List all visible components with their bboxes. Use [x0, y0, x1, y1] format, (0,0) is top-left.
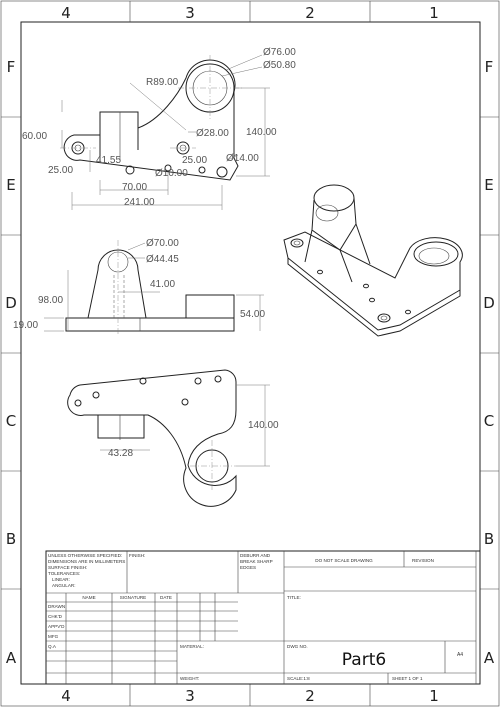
dim-d41: 41.00	[150, 279, 175, 290]
iso-bore-ring	[413, 241, 459, 267]
zone-col-4-top: 4	[61, 4, 71, 22]
zone-row-c-right: C	[484, 412, 494, 430]
tb-unless-2: SURFACE FINISH:	[48, 565, 87, 570]
front-view	[65, 240, 235, 335]
iso-boss-bore	[315, 204, 339, 222]
tb-dwg-no: DWG NO.	[287, 644, 308, 649]
zone-col-3-top: 3	[185, 4, 195, 22]
isometric-view	[283, 184, 463, 337]
dim-d28: Ø28.00	[196, 128, 229, 139]
tb-row-drawn: DRAWN	[48, 604, 65, 609]
dim-w70: 70.00	[122, 182, 147, 193]
top-view-dimensions	[61, 54, 270, 210]
zone-col-1-top: 1	[429, 4, 439, 22]
zone-row-b-left: B	[6, 530, 16, 548]
tb-row-qa: Q.A	[48, 644, 57, 649]
dim-h98: 98.00	[38, 295, 63, 306]
tb-sheet: SHEET 1 OF 1	[392, 676, 423, 681]
tb-part-name: Part6	[342, 650, 386, 670]
dim-d14: Ø14.00	[226, 153, 259, 164]
tb-do-not-scale: DO NOT SCALE DRAWING	[315, 558, 373, 563]
dim-d4155: 41.55	[96, 155, 121, 166]
dim-w241: 241.00	[124, 197, 155, 208]
zone-col-4-bottom: 4	[61, 687, 71, 705]
bottom-view-dimensions	[100, 384, 270, 467]
iso-plate-edge	[287, 258, 461, 337]
tb-finish: FINISH:	[129, 553, 145, 558]
zone-col-1-bottom: 1	[429, 687, 439, 705]
zone-col-3-bottom: 3	[185, 687, 195, 705]
top-view	[60, 55, 242, 181]
zone-row-c-left: C	[6, 412, 16, 430]
tb-deburr-2: EDGES	[240, 565, 256, 570]
tb-unless-5: ANGULAR:	[52, 583, 76, 588]
zone-row-b-right: B	[484, 530, 494, 548]
tb-col-date: DATE	[160, 595, 172, 600]
zone-row-f-left: F	[7, 58, 16, 76]
bottom-view	[67, 369, 237, 507]
tb-unless-1: DIMENSIONS ARE IN MILLIMETERS	[48, 559, 125, 564]
zone-row-d-left: D	[5, 294, 17, 312]
iso-plate-top	[283, 231, 463, 331]
iso-ribs	[304, 223, 371, 283]
dim-d328: 43.28	[108, 448, 133, 459]
dim-d4445: Ø44.45	[146, 254, 179, 265]
tb-unless-3: TOLERANCES:	[48, 571, 80, 576]
zone-row-e-right: E	[484, 176, 493, 194]
dim-w60: 60.00	[22, 131, 47, 142]
top-view-outline	[63, 59, 239, 181]
dim-h140-top: 140.00	[246, 127, 277, 138]
zone-row-a-right: A	[484, 649, 495, 667]
sheet-inner-border	[20, 21, 481, 685]
front-block	[185, 294, 235, 319]
dim-d5080: Ø50.80	[263, 60, 296, 71]
tb-weight: WEIGHT:	[180, 676, 199, 681]
dim-d10: Ø10.00	[155, 168, 188, 179]
zone-row-f-right: F	[485, 58, 494, 76]
tb-col-name: NAME	[82, 595, 95, 600]
tb-unless-0: UNLESS OTHERWISE SPECIFIED:	[48, 553, 122, 558]
front-view-dimensions	[44, 242, 264, 332]
zone-col-2-bottom: 2	[305, 687, 315, 705]
front-base-plate	[65, 317, 235, 332]
tb-material: MATERIAL:	[180, 644, 204, 649]
zone-row-e-left: E	[6, 176, 15, 194]
tb-col-signature: SIGNATURE	[120, 595, 146, 600]
dim-h54: 54.00	[240, 309, 265, 320]
zone-row-d-right: D	[483, 294, 495, 312]
tb-unless-4: LINEAR:	[52, 577, 70, 582]
dim-h140-bottom: 140.00	[248, 420, 279, 431]
iso-bore-hole	[418, 247, 450, 265]
tb-scale: SCALE:1:8	[287, 676, 310, 681]
tb-size: A4	[457, 652, 463, 658]
dim-r89: R89.00	[146, 77, 179, 88]
tb-deburr-1: BREAK SHARP	[240, 559, 273, 564]
bottom-view-outline	[67, 369, 237, 507]
tb-title: TITLE:	[287, 595, 301, 600]
tb-row-appvd: APPV'D	[48, 624, 65, 629]
dim-d25b: 25.00	[182, 155, 207, 166]
tb-row-chkd: CHK'D	[48, 614, 63, 619]
front-upright	[87, 249, 147, 319]
dim-d76: Ø76.00	[263, 47, 296, 58]
dim-d70: Ø70.00	[146, 238, 179, 249]
dim-h19: 19.00	[13, 320, 38, 331]
tb-revision: REVISION	[412, 558, 434, 563]
dim-d25a: 25.00	[48, 165, 73, 176]
title-block	[45, 550, 481, 685]
tb-row-mfg: MFG	[48, 634, 59, 639]
tb-deburr-0: DEBURR AND	[240, 553, 271, 558]
zone-row-a-left: A	[6, 649, 17, 667]
zone-col-2-top: 2	[305, 4, 315, 22]
